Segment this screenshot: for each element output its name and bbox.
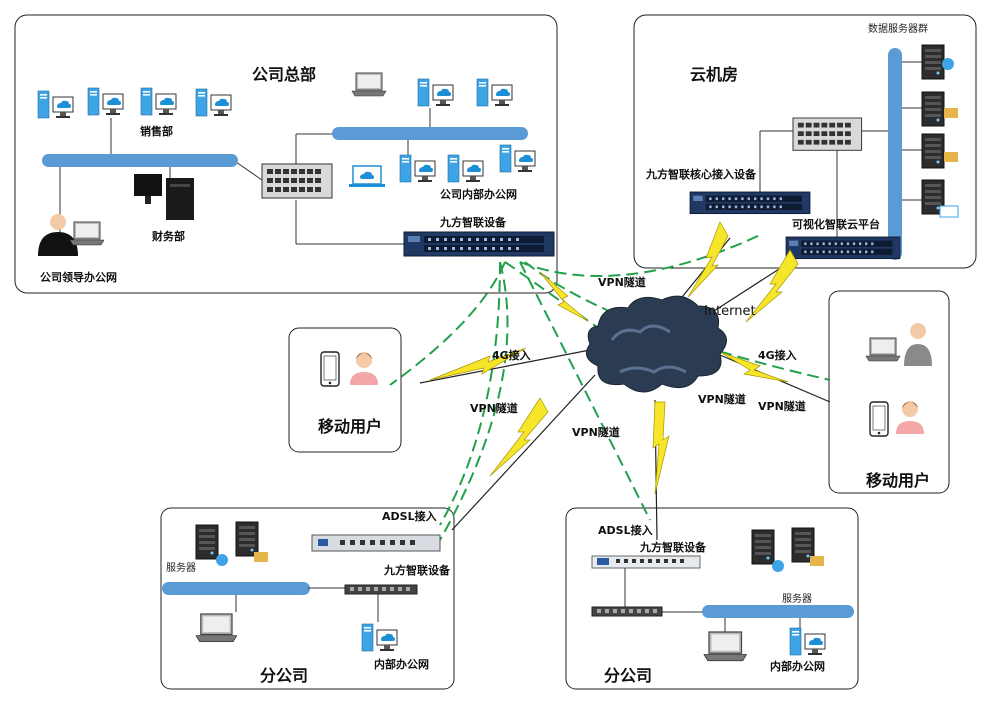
hq-content xyxy=(59,108,431,245)
cloud-servers-label: 数据服务器群 xyxy=(868,22,928,35)
vpn-right2-label: VPN隧道 xyxy=(758,399,806,413)
mobile-right-phone-icon xyxy=(869,401,889,437)
access-4g-right-label: 4G接入 xyxy=(758,348,797,362)
cloud-bus xyxy=(888,48,902,260)
vpn-left-label: VPN隧道 xyxy=(470,401,518,415)
cloud-core-device-icon xyxy=(689,191,811,215)
branch-right-panel xyxy=(565,507,859,690)
mobile-right-laptop-icon xyxy=(865,337,901,362)
hq-switch-icon xyxy=(261,163,333,199)
br-laptop-icon xyxy=(703,631,748,662)
cloud-core-label: 九方智联核心接入设备 xyxy=(645,167,757,181)
bl-device-label: 九方智联设备 xyxy=(383,563,451,577)
hq-sales-bus xyxy=(42,154,238,167)
br-device-icon xyxy=(591,555,701,569)
hq-finance-label: 财务部 xyxy=(151,229,185,243)
br-adsl-label: ADSL接入 xyxy=(598,523,653,537)
bl-device-icon xyxy=(311,534,441,552)
cloud-title: 云机房 xyxy=(690,65,738,84)
vpn-right1-label: VPN隧道 xyxy=(698,392,746,406)
vpn-top-label: VPN隧道 xyxy=(598,275,646,289)
vpn-mid-label: VPN隧道 xyxy=(572,425,620,439)
br-internal-label: 内部办公网 xyxy=(770,659,825,673)
bl-server-icon xyxy=(195,521,268,566)
bl-switch-icon xyxy=(344,584,418,595)
finance-computer-icon xyxy=(134,174,194,220)
br-device-label: 九方智联设备 xyxy=(639,540,707,554)
bl-internal-label: 内部办公网 xyxy=(374,657,429,671)
hq-device-icon xyxy=(403,231,555,257)
hq-device-label: 九方智联设备 xyxy=(439,215,507,229)
br-bus xyxy=(702,605,854,618)
bl-title: 分公司 xyxy=(260,666,308,685)
bl-servers-label: 服务器 xyxy=(166,561,196,574)
access-4g-left-label: 4G接入 xyxy=(492,348,531,362)
br-server-icon xyxy=(751,527,824,572)
hq-mini-laptop-icon xyxy=(349,165,385,187)
cloud-links xyxy=(759,61,922,238)
cloud-platform-label: 可视化智联云平台 xyxy=(792,217,880,231)
hq-internal-label: 公司内部办公网 xyxy=(440,187,517,201)
mobile-right-person-icon xyxy=(904,323,932,366)
cloud-switch-icon xyxy=(792,117,863,151)
cloud-platform-device-icon xyxy=(785,236,901,260)
br-title: 分公司 xyxy=(604,666,652,685)
mobile-left-panel xyxy=(288,327,402,453)
bl-bus xyxy=(162,582,310,595)
hq-leader-label: 公司领导办公网 xyxy=(40,270,117,284)
hq-internal-bus xyxy=(332,127,528,140)
mobile-right-panel xyxy=(828,290,950,494)
mobile-left-phone-icon xyxy=(320,351,340,387)
bolt-icon xyxy=(429,221,799,495)
hq-sales-label: 销售部 xyxy=(140,124,173,138)
bl-links xyxy=(235,587,379,622)
hq-title: 公司总部 xyxy=(252,65,316,84)
mobile-left-title: 移动用户 xyxy=(318,417,382,436)
cloud-server-icon xyxy=(921,44,959,218)
br-switch-icon xyxy=(591,606,663,617)
hq-leader-icon xyxy=(38,214,105,256)
internet-cloud-icon xyxy=(585,295,727,393)
mobile-right-title: 移动用户 xyxy=(866,471,930,490)
hq-laptop-icon xyxy=(351,72,387,97)
bl-adsl-label: ADSL接入 xyxy=(382,509,437,523)
br-servers-label: 服务器 xyxy=(782,592,812,605)
internet-label: Internet xyxy=(704,304,756,319)
bl-laptop-icon xyxy=(195,613,238,643)
